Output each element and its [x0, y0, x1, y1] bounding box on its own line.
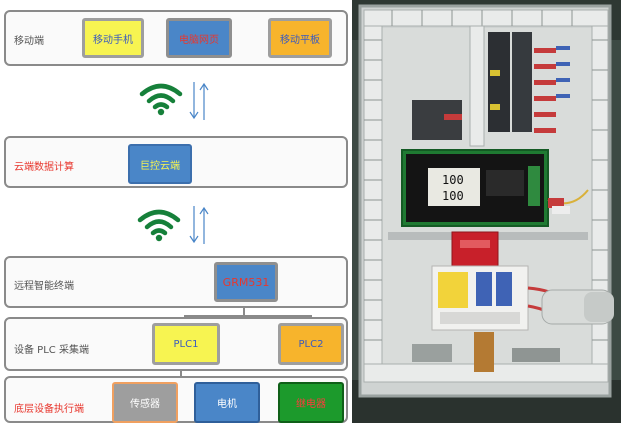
cloud-box: 巨控云端 — [128, 144, 192, 184]
tier-plc-label: 设备 PLC 采集端 — [14, 345, 89, 356]
sensor-box: 传感器 — [112, 382, 178, 423]
plc2-box: PLC2 — [278, 323, 344, 365]
connector-line — [184, 315, 312, 317]
device-display-line2: 100 — [442, 189, 464, 203]
tier-remote: 远程智能终端 GRM531 — [4, 256, 348, 308]
mobile-tablet-box: 移动平板 — [268, 18, 332, 58]
connector-line — [243, 306, 245, 316]
tier-cloud: 云端数据计算 巨控云端 — [4, 136, 348, 188]
tier-bottom: 底层设备执行端 传感器 电机 继电器 — [4, 376, 348, 423]
control-cabinet-photo: 100 100 — [352, 0, 621, 423]
sync-arrows-icon — [189, 206, 209, 244]
tier-cloud-label: 云端数据计算 — [14, 162, 74, 173]
tier-plc: 设备 PLC 采集端 PLC1 PLC2 — [4, 317, 348, 371]
sync-arrows-icon — [189, 82, 209, 120]
architecture-diagram: 移动端 移动手机 电脑网页 移动平板 云端数据计算 巨控云端 远程智能终端 GR — [4, 10, 348, 423]
tier-bottom-label: 底层设备执行端 — [14, 404, 84, 415]
wifi-icon — [139, 83, 183, 116]
wifi-icon — [137, 209, 181, 242]
tier-remote-label: 远程智能终端 — [14, 281, 74, 292]
tier-mobile-label: 移动端 — [14, 36, 44, 47]
relay-box: 继电器 — [278, 382, 344, 423]
pc-web-box: 电脑网页 — [166, 18, 232, 58]
motor-box: 电机 — [194, 382, 260, 423]
tier-mobile: 移动端 移动手机 电脑网页 移动平板 — [4, 10, 348, 66]
plc1-box: PLC1 — [152, 323, 220, 365]
connector-line — [180, 369, 182, 377]
terminal-box: GRM531 — [214, 262, 278, 302]
device-display-line1: 100 — [442, 173, 464, 187]
mobile-phone-box: 移动手机 — [82, 18, 144, 58]
